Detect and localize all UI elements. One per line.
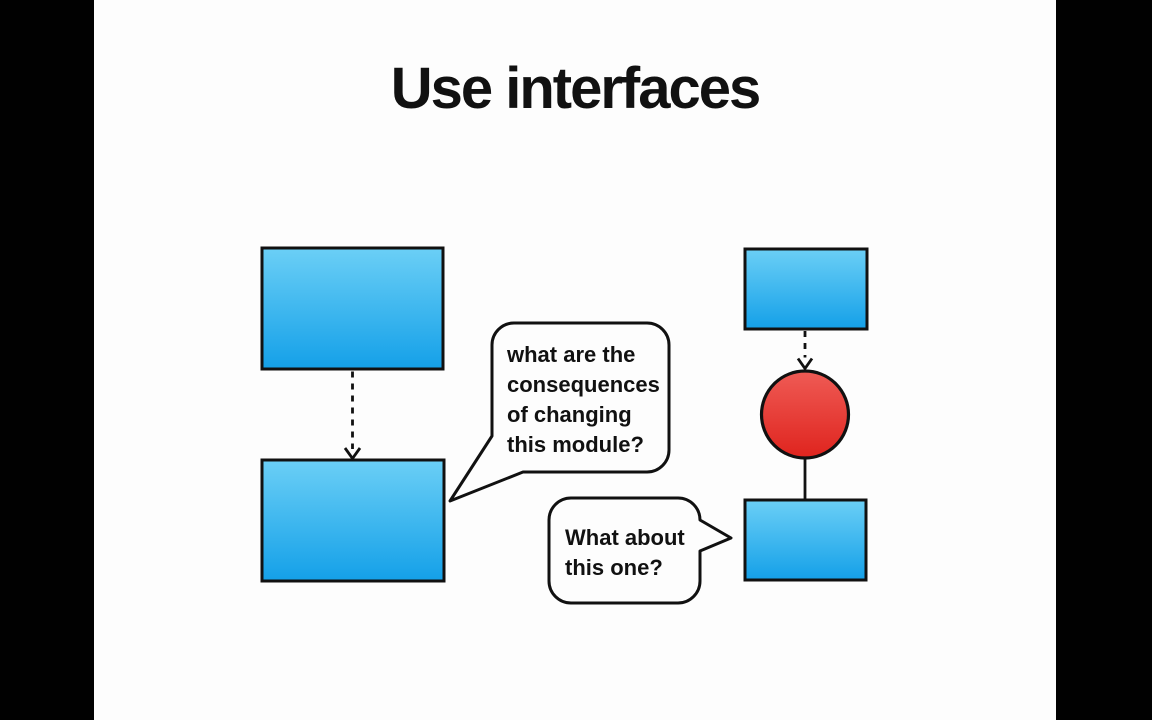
module-box-top-right: [743, 247, 869, 331]
bubble-line: of changing: [507, 402, 632, 427]
slide-title: Use interfaces: [390, 56, 762, 121]
bubble-line: What about: [565, 525, 685, 550]
speech-bubble-left-text: what are the consequences of changing th…: [507, 340, 660, 460]
speech-bubble-right-text: What about this one?: [565, 523, 685, 583]
speech-bubble-left-shape: [448, 321, 671, 503]
dependency-arrow-right-head: [796, 357, 814, 371]
letterbox-bar-right: [1056, 0, 1152, 720]
bubble-line: consequences: [507, 372, 660, 397]
module-box-bottom-left: [260, 458, 446, 583]
dependency-arrow-left-head: [343, 447, 362, 461]
bubble-line: this module?: [507, 432, 644, 457]
letterbox-bar-left: [0, 0, 94, 720]
speech-bubble-right-shape: [547, 496, 733, 605]
module-box-top-left: [260, 246, 445, 371]
bubble-line: what are the: [507, 342, 636, 367]
interface-circle: [759, 369, 851, 460]
bubble-line: this one?: [565, 555, 663, 580]
module-box-bottom-right: [743, 498, 868, 582]
